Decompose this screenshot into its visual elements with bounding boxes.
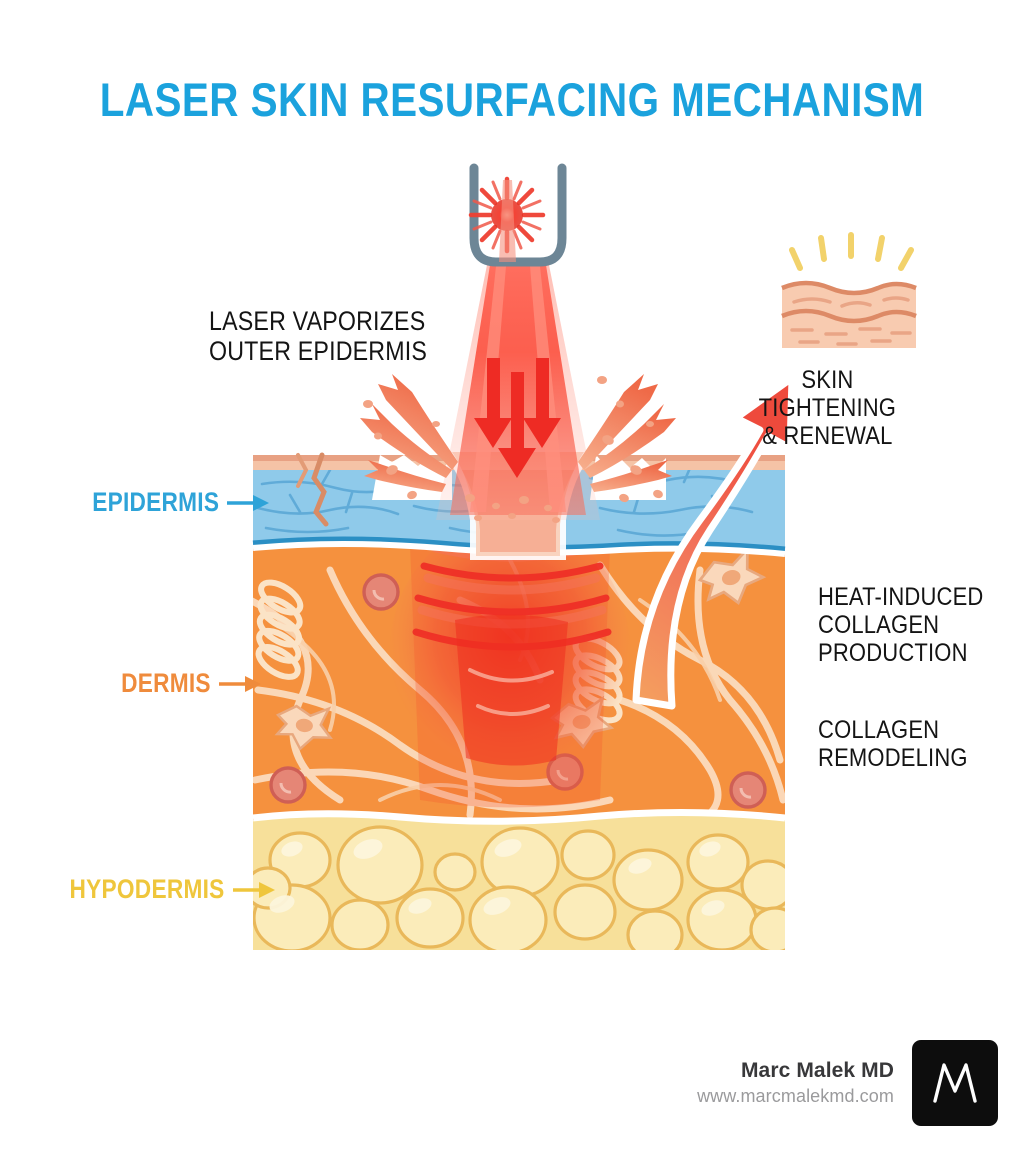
downward-arrow-icon [474,358,561,478]
debris-specks [363,376,663,523]
epidermis-layer [252,462,786,557]
footer-website-url[interactable]: www.marcmalekmd.com [697,1086,894,1106]
epidermis-texture [256,466,754,537]
page-title: LASER SKIN RESURFACING MECHANISM [99,73,925,126]
vaporization-splash-arrow-icon [360,374,676,523]
layer-label-epidermis-text: EPIDERMIS [92,487,220,517]
callout-collagen-remodeling: COLLAGEN REMODELING [818,716,968,772]
stratum-corneum-layer [253,452,785,527]
logo-letter-m-icon [933,1063,977,1103]
fat-cells [253,825,785,950]
laser-handpiece-icon [468,163,567,267]
footer-author-name: Marc Malek MD [740,1059,894,1082]
right-arrow-icon [227,494,270,511]
blood-vessel-icon [269,573,767,809]
brand-logo[interactable] [912,1040,998,1126]
collagen-fibers [253,561,785,822]
callout-heat-induced-collagen-production: HEAT-INDUCED COLLAGEN PRODUCTION [818,583,984,667]
laser-beam-icon [436,265,600,520]
layer-label-hypodermis: HYPODERMIS [40,874,275,905]
smooth-skin-block-icon [781,232,917,348]
right-arrow-icon [218,675,261,692]
hypodermis-layer [253,814,785,950]
ablation-crater [440,452,596,560]
fibroblast-cell-icon [274,546,767,751]
callout-laser-vaporizes: LASER VAPORIZES OUTER EPIDERMIS [209,306,428,367]
laser-burst-icon [468,176,546,254]
callout-skin-tightening: SKIN TIGHTENING & RENEWAL [758,366,897,450]
layer-label-dermis-text: DERMIS [121,668,211,698]
layer-label-dermis: DERMIS [104,668,261,699]
layer-label-hypodermis-text: HYPODERMIS [69,874,225,904]
footer-branding: Marc Malek MD www.marcmalekmd.com [697,1040,998,1126]
collagen-coil-icon [255,579,623,724]
layer-label-epidermis: EPIDERMIS [68,487,270,518]
skin-block [252,452,786,950]
right-arrow-icon [232,881,275,898]
footer-text-block: Marc Malek MD www.marcmalekmd.com [697,1059,894,1107]
dermis-layer [252,544,786,825]
heat-zone [390,546,630,808]
sunburst-rays-icon [789,232,914,271]
